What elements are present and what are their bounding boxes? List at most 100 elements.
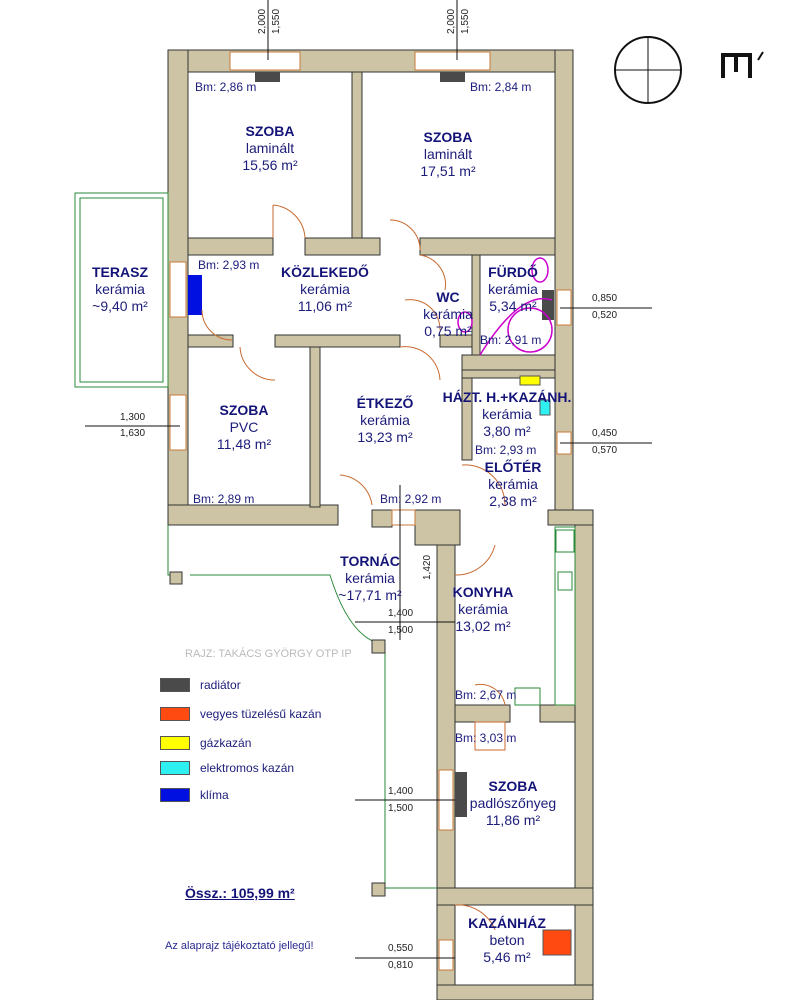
room-area: 0,75 m² [424, 323, 472, 339]
radiator-icon [542, 290, 554, 320]
room-material: kerámia [488, 281, 538, 297]
dimension-label: 2,000 [257, 8, 268, 34]
walls [167, 49, 594, 1000]
legend-radiator: radiátor [160, 678, 241, 692]
radiator-icon [255, 72, 280, 82]
ceiling-height: Bm: 2,92 m [380, 492, 442, 506]
room-material: kerámia [423, 306, 473, 322]
dimension-label: 0,450 [592, 428, 618, 439]
room-area: 5,34 m² [489, 298, 537, 314]
dimension-label: 1,500 [388, 625, 414, 636]
room-area: 15,56 m² [242, 157, 298, 173]
dimension-label: 0,570 [592, 445, 618, 456]
legend-label: gázkazán [200, 736, 252, 750]
room-area: 3,80 m² [483, 423, 531, 439]
room-material: padlószőnyeg [469, 795, 557, 811]
room-name: SZOBA [219, 402, 269, 418]
room-name: SZOBA [488, 778, 538, 794]
dimension-label: 1,550 [271, 8, 282, 34]
porch-pillars [169, 571, 386, 897]
radiator-icon [455, 772, 467, 817]
room-material: beton [489, 932, 525, 948]
room-name: KAZÁNHÁZ [468, 915, 546, 931]
room-area: 13,23 m² [357, 429, 413, 445]
room-name: WC [436, 289, 460, 305]
room-area: 2,38 m² [489, 493, 537, 509]
compass-icon [614, 36, 682, 104]
room-name: SZOBA [423, 129, 473, 145]
watermark: RAJZ: TAKÁCS GYÖRGY OTP IP [185, 648, 352, 660]
sanitary-fixtures [457, 257, 553, 356]
klima-swatch-icon [160, 788, 190, 802]
mixed-fuel-boiler-icon [542, 929, 572, 956]
room-area: 13,02 m² [455, 618, 511, 634]
room-name: ELŐTÉR [484, 459, 542, 475]
legend-klima: klíma [160, 788, 229, 802]
doors [201, 204, 506, 931]
room-name: HÁZT. H.+KAZÁNH. [442, 389, 572, 405]
room-material: kerámia [458, 601, 508, 617]
ceiling-height: Bm: 2,67 m [455, 688, 517, 702]
room-name: TORNÁC [340, 553, 400, 569]
room-area: 11,86 m² [485, 812, 541, 828]
ceiling-height: Bm: 2,84 m [470, 80, 532, 94]
radiator-swatch-icon [160, 678, 190, 692]
ceiling-height: Bm: 2,93 m [475, 443, 537, 457]
kitchen-units [514, 526, 576, 706]
ceiling-height: Bm: 3,03 m [455, 731, 517, 745]
room-material: kerámia [482, 406, 532, 422]
ceiling-height: Bm: 2,86 m [195, 80, 257, 94]
room-name: ÉTKEZŐ [356, 395, 414, 411]
room-name: KÖZLEKEDŐ [281, 264, 369, 280]
dimension-label: 1,500 [388, 803, 414, 814]
dimension-label: 0,520 [592, 310, 618, 321]
legend-mixed-boiler: vegyes tüzelésű kazán [160, 707, 321, 721]
room-name: KONYHA [452, 584, 514, 600]
mixed-boiler-swatch-icon [160, 707, 190, 721]
radiator-icon [440, 72, 465, 82]
room-name: SZOBA [245, 123, 295, 139]
windows [169, 51, 572, 971]
dimension-label: 0,850 [592, 293, 618, 304]
gas-boiler-icon [519, 375, 541, 386]
room-name: FÜRDŐ [488, 264, 538, 280]
room-area: ~9,40 m² [92, 298, 148, 314]
room-material: laminált [245, 140, 295, 156]
legend-label: elektromos kazán [200, 761, 295, 775]
room-area: 11,48 m² [216, 436, 272, 452]
dimension-label: 1,400 [388, 608, 414, 619]
room-area: 5,46 m² [483, 949, 531, 965]
room-area: 17,51 m² [420, 163, 476, 179]
room-name: TERASZ [92, 264, 148, 280]
north-symbol-icon [721, 51, 764, 78]
legend-label: klíma [200, 788, 229, 802]
dimension-label: 0,550 [388, 943, 414, 954]
room-material: laminált [423, 146, 473, 162]
ceiling-height: Bm: 2,93 m [198, 258, 260, 272]
dimension-lines [85, 0, 652, 959]
legend-label: radiátor [200, 678, 241, 692]
room-material: PVC [229, 419, 259, 435]
disclaimer-note: Az alaprajz tájékoztató jellegű! [165, 940, 314, 952]
dimension-label: 2,000 [446, 8, 457, 34]
dimension-label: 1,400 [388, 786, 414, 797]
legend-label: vegyes tüzelésű kazán [200, 707, 322, 721]
electric-boiler-icon [539, 399, 551, 416]
dimension-label: 1,300 [120, 412, 146, 423]
legend-electric-boiler: elektromos kazán [160, 761, 294, 775]
gas-boiler-swatch-icon [160, 736, 190, 750]
dimension-label: 1,630 [120, 428, 146, 439]
